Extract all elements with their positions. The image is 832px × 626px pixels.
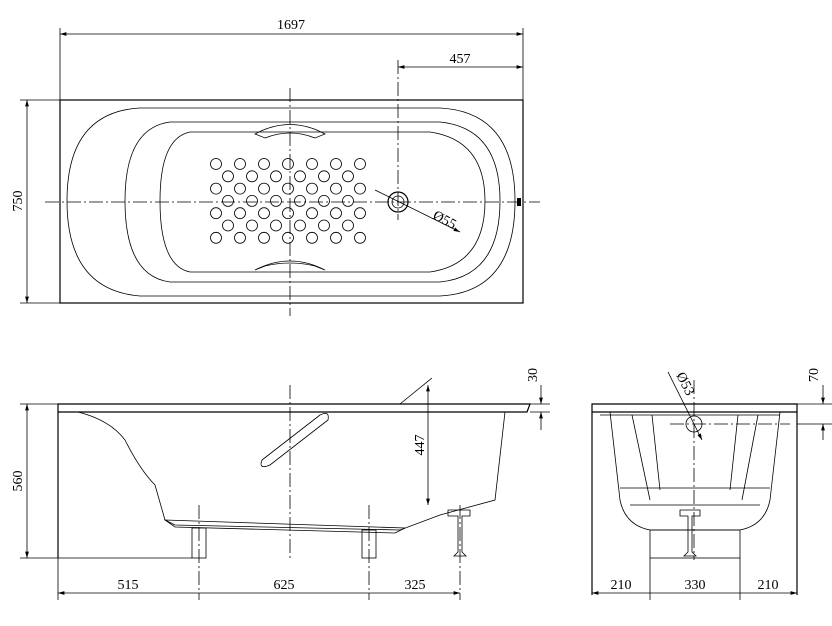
anti-slip-dot	[282, 158, 294, 170]
support-end	[649, 529, 741, 559]
anti-slip-dot	[258, 231, 270, 244]
anti-slip-pattern	[210, 158, 366, 244]
anti-slip-dot	[234, 207, 246, 220]
anti-slip-dot	[222, 170, 234, 183]
adjustable-foot-end	[679, 509, 701, 557]
anti-slip-dot	[306, 182, 318, 195]
side-view: 447 30 560 515 625 325	[11, 368, 550, 600]
anti-slip-dot	[210, 207, 222, 220]
anti-slip-dot	[294, 170, 306, 183]
anti-slip-dot	[210, 231, 222, 244]
dim-rim-height: 30	[526, 368, 541, 382]
anti-slip-dot	[246, 219, 258, 232]
anti-slip-dot	[330, 158, 342, 170]
tub-rim-inner	[66, 107, 516, 297]
anti-slip-dot	[294, 219, 306, 232]
anti-slip-dot	[270, 194, 282, 207]
anti-slip-dot	[342, 219, 354, 232]
anti-slip-dot	[210, 158, 222, 170]
dim-width: 750	[11, 191, 26, 212]
tub-basin-outer	[124, 121, 501, 283]
anti-slip-dot	[282, 182, 294, 195]
end-view: Ø53 70 210 330 210	[591, 368, 832, 600]
dim-overflow-diameter: Ø53	[672, 370, 696, 398]
dim-leg-spacing-3: 325	[405, 578, 426, 593]
dim-end-rim-height: 70	[807, 368, 822, 382]
drain-leader	[374, 189, 461, 233]
anti-slip-dot	[354, 182, 366, 195]
dim-leg-spacing-1: 515	[118, 578, 139, 593]
anti-slip-dot	[342, 170, 354, 183]
anti-slip-dot	[306, 231, 318, 244]
dim-overall-length: 1697	[277, 18, 305, 33]
top-view: 1697 457 750 Ø55	[11, 18, 540, 316]
anti-slip-dot	[330, 231, 342, 244]
anti-slip-dot	[246, 170, 258, 183]
anti-slip-dot	[222, 219, 234, 232]
dim-inner-depth: 447	[413, 435, 428, 456]
anti-slip-dot	[270, 170, 282, 183]
dim-leg-spacing-2: 625	[274, 578, 295, 593]
anti-slip-dot	[234, 182, 246, 195]
anti-slip-dot	[234, 231, 246, 244]
adjustable-foot	[447, 509, 471, 557]
dim-overall-height: 560	[11, 471, 26, 492]
anti-slip-dot	[294, 194, 306, 207]
tub-body-side	[77, 411, 506, 531]
anti-slip-dot	[210, 182, 222, 195]
anti-slip-dot	[330, 207, 342, 220]
anti-slip-dot	[270, 219, 282, 232]
rim-end	[591, 403, 798, 413]
tub-outline-top	[59, 99, 524, 304]
anti-slip-dot	[342, 194, 354, 207]
anti-slip-dot	[354, 207, 366, 220]
anti-slip-dot	[330, 182, 342, 195]
dim-end-spacing-2: 330	[685, 578, 706, 593]
anti-slip-dot	[222, 194, 234, 207]
anti-slip-dot	[306, 207, 318, 220]
tub-bottom	[163, 519, 406, 534]
anti-slip-dot	[318, 219, 330, 232]
anti-slip-dot	[318, 170, 330, 183]
anti-slip-dot	[246, 194, 258, 207]
anti-slip-dot	[258, 207, 270, 220]
anti-slip-dot	[234, 158, 246, 170]
handle-bottom	[254, 260, 326, 271]
dim-end-spacing-1: 210	[611, 578, 632, 593]
rim-side	[57, 403, 531, 413]
handle-top	[254, 124, 326, 139]
dim-drain-offset: 457	[450, 52, 471, 67]
anti-slip-dot	[306, 158, 318, 170]
anti-slip-dot	[258, 182, 270, 195]
handle-side	[260, 412, 329, 468]
tub-basin-inner	[159, 131, 486, 273]
anti-slip-dot	[318, 194, 330, 207]
anti-slip-dot	[282, 207, 294, 220]
anti-slip-dot	[258, 158, 270, 170]
anti-slip-dot	[354, 231, 366, 244]
dim-end-spacing-3: 210	[758, 578, 779, 593]
anti-slip-dot	[354, 158, 366, 170]
anti-slip-dot	[282, 231, 294, 244]
